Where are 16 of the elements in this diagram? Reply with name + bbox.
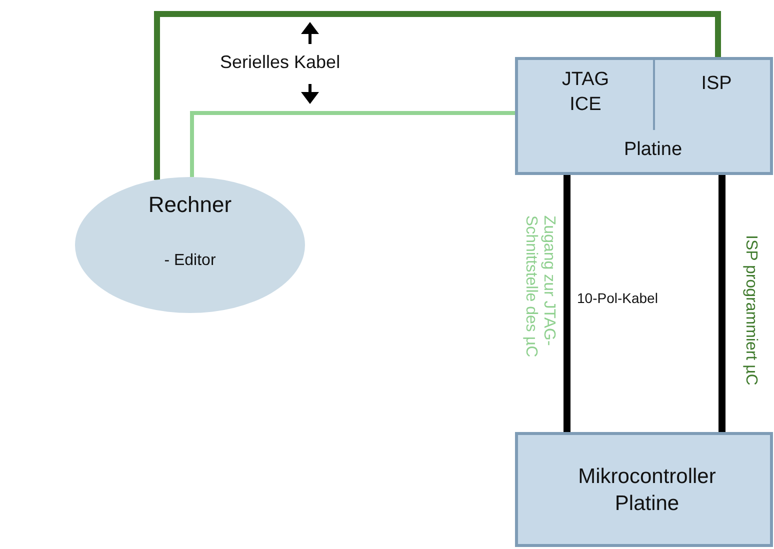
- node-title: Mikrocontroller Platine: [577, 464, 717, 518]
- connector-line: [564, 175, 570, 432]
- node-title: JTAG ICE: [560, 68, 610, 117]
- rotated-note: ISP programmiert µC: [741, 235, 760, 386]
- connector-line: [154, 11, 721, 180]
- board-box: [515, 57, 773, 175]
- connector-line: [718, 175, 726, 432]
- cable-label: Serielles Kabel: [220, 52, 340, 73]
- node-title: Rechner: [147, 191, 233, 219]
- node-title: Platine: [622, 138, 684, 162]
- node-title: ISP: [700, 72, 733, 96]
- connector-line: [190, 111, 515, 177]
- cable-label: 10-Pol-Kabel: [577, 290, 658, 306]
- rotated-note: Zugang zur JTAG- Schnittstelle des µC: [521, 214, 558, 359]
- board-box: [515, 432, 773, 547]
- node-text: - Editor: [163, 251, 217, 271]
